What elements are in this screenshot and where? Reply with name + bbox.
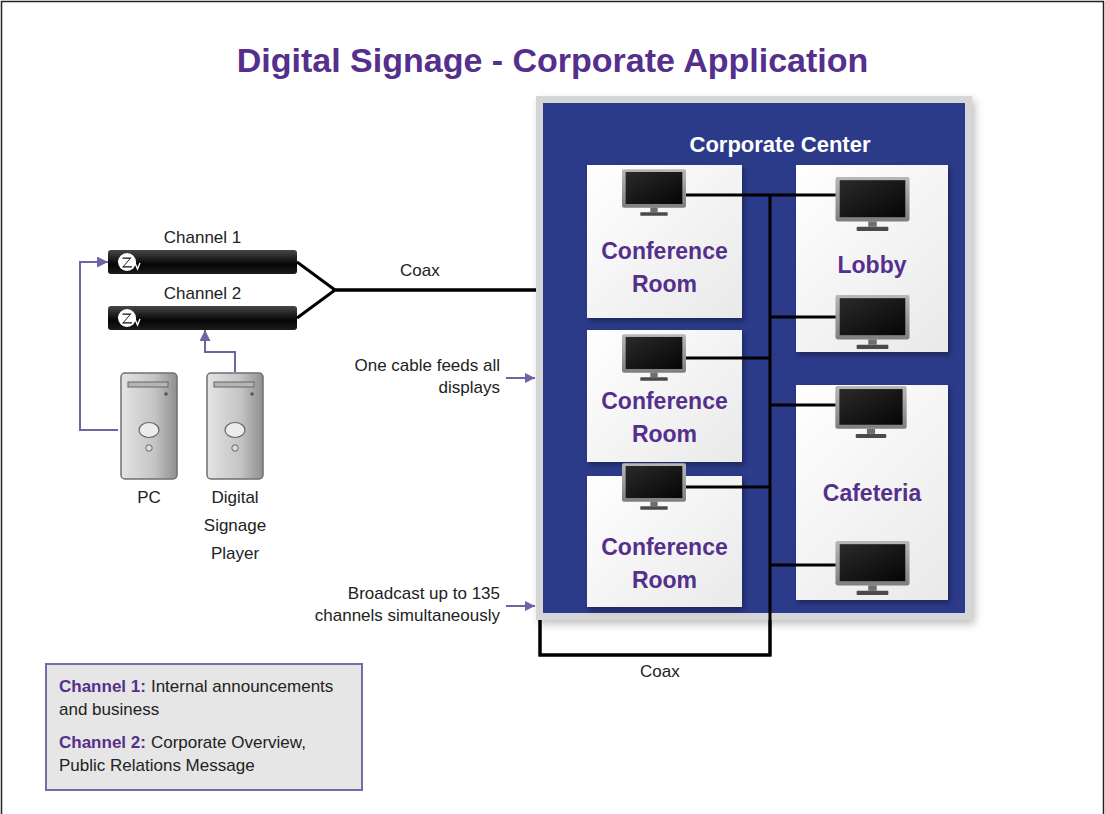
room-box: Cafeteria bbox=[796, 385, 948, 600]
room-box: Conference Room bbox=[587, 330, 742, 462]
room-box: Conference Room bbox=[587, 476, 742, 607]
logo-mark-shape bbox=[118, 253, 140, 271]
device-label: PC bbox=[118, 484, 180, 512]
display-monitor bbox=[835, 541, 909, 595]
callout-note: One cable feeds all displays bbox=[350, 355, 500, 399]
note-entry: Channel 1:Internal announcements and bus… bbox=[59, 675, 349, 721]
display-monitor bbox=[835, 177, 909, 231]
room-name: Conference Room bbox=[593, 235, 736, 301]
computer-tower: Digital Signage Player bbox=[195, 372, 275, 568]
display-monitor bbox=[835, 386, 906, 438]
callout-note: Broadcast up to 135 channels simultaneou… bbox=[285, 583, 500, 627]
room-name: Conference Room bbox=[593, 385, 736, 451]
tower-illustration-shape bbox=[121, 373, 177, 479]
signal-arrow bbox=[205, 330, 235, 372]
computer-tower: PC bbox=[118, 372, 180, 512]
room-name: Lobby bbox=[802, 249, 942, 282]
note-entry: Channel 2:Corporate Overview, Public Rel… bbox=[59, 731, 349, 777]
room-box: Conference Room bbox=[587, 165, 742, 318]
channel-label: Channel 1 bbox=[108, 228, 297, 248]
logo-mark-shape bbox=[118, 309, 140, 327]
room-name: Cafeteria bbox=[802, 477, 942, 510]
cable-label: Coax bbox=[398, 261, 442, 281]
note-box: Channel 1:Internal announcements and bus… bbox=[45, 663, 363, 791]
room-box: Lobby bbox=[796, 165, 948, 352]
encoder-unit: Channel 1 bbox=[108, 228, 297, 274]
display-monitor bbox=[622, 463, 686, 510]
display-monitor bbox=[835, 295, 909, 349]
leader-arrow bbox=[506, 605, 535, 607]
room-name: Conference Room bbox=[593, 531, 736, 597]
device-label: Digital Signage Player bbox=[195, 484, 275, 568]
signal-arrow bbox=[80, 262, 118, 430]
rack-bar bbox=[108, 250, 297, 274]
tower-illustration bbox=[206, 372, 264, 480]
coax-bus bbox=[686, 194, 836, 620]
note-key: Channel 1: bbox=[59, 677, 146, 696]
leader-arrow bbox=[506, 377, 535, 379]
tower-illustration-shape bbox=[207, 373, 263, 479]
display-monitor bbox=[622, 334, 686, 381]
note-key: Channel 2: bbox=[59, 733, 146, 752]
logo-mark bbox=[116, 250, 146, 274]
encoder-unit: Channel 2 bbox=[108, 284, 297, 330]
diagram-title: Digital Signage - Corporate Application bbox=[0, 40, 1105, 80]
display-monitor bbox=[622, 169, 686, 216]
cable-label: Coax bbox=[638, 662, 682, 682]
panel-title: Corporate Center bbox=[640, 131, 920, 159]
channel-label: Channel 2 bbox=[108, 284, 297, 304]
building-panel: Corporate CenterConference RoomLobbyConf… bbox=[543, 103, 965, 613]
tower-illustration bbox=[120, 372, 178, 480]
rack-bar bbox=[108, 306, 297, 330]
logo-mark bbox=[116, 306, 146, 330]
